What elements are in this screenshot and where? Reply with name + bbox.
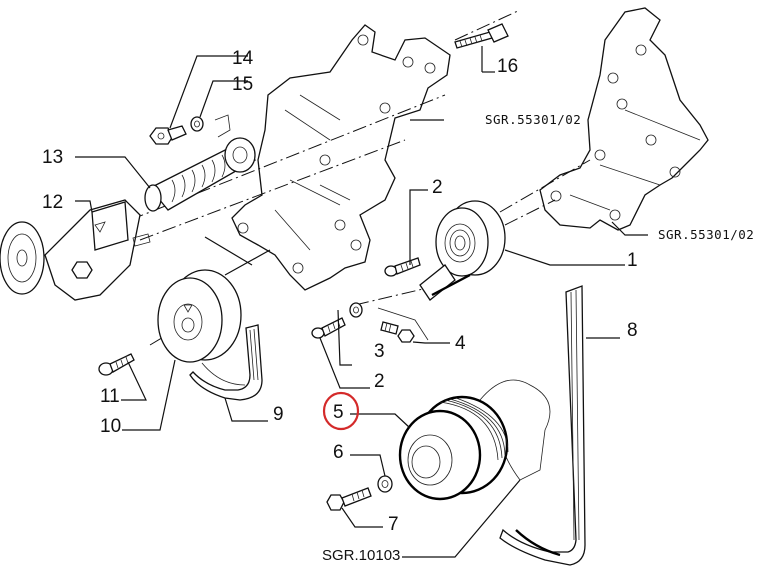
- label-9: 9: [273, 404, 284, 425]
- part-15-washer: [190, 116, 204, 132]
- label-16: 16: [497, 56, 518, 77]
- part-13-damper: [144, 114, 257, 212]
- label-1: 1: [627, 250, 638, 271]
- ref-sgr-10103: SGR.10103: [322, 547, 400, 564]
- part-16-screw: [454, 23, 509, 49]
- label-10: 10: [100, 416, 121, 437]
- part-14-bolt: [149, 125, 187, 145]
- label-3: 3: [374, 341, 385, 362]
- right-bracket: [539, 7, 709, 231]
- highlight-circle: [322, 391, 360, 431]
- label-4: 4: [455, 333, 466, 354]
- label-2-lower: 2: [374, 371, 385, 392]
- label-5: 5: [333, 402, 344, 423]
- part-5-crank-pulley: [398, 379, 551, 501]
- label-8: 8: [627, 320, 638, 341]
- part-10-pulley: [157, 269, 242, 363]
- ref-sgr-55301-upper: SGR.55301/02: [485, 112, 581, 127]
- part-2-screw-lower: [311, 317, 346, 339]
- label-11: 11: [100, 386, 120, 407]
- part-3-washer: [349, 302, 363, 318]
- leader-lines: [75, 46, 648, 558]
- part-12-tensioner: [0, 199, 151, 301]
- label-7: 7: [388, 514, 399, 535]
- label-15: 15: [232, 74, 253, 95]
- part-labels: 14 15 13 12 16 2 1 3 4 2 5 6 7 8 9 10 11…: [42, 48, 754, 564]
- part-11-screw: [98, 353, 135, 376]
- part-4-bolt: [377, 307, 429, 343]
- part-6-washer: [377, 475, 393, 493]
- part-8-belt: [499, 285, 586, 566]
- label-2-upper: 2: [432, 177, 443, 198]
- label-14: 14: [232, 48, 254, 69]
- part-9-belt: [189, 324, 263, 401]
- part-1-idler-pulley: [419, 200, 506, 301]
- part-2-screw-upper: [384, 257, 421, 277]
- label-6: 6: [333, 442, 344, 463]
- part-7-bolt: [326, 487, 372, 511]
- label-12: 12: [42, 192, 63, 213]
- label-13: 13: [42, 147, 63, 168]
- ref-sgr-55301-lower: SGR.55301/02: [658, 227, 754, 242]
- main-bracket: [231, 24, 451, 291]
